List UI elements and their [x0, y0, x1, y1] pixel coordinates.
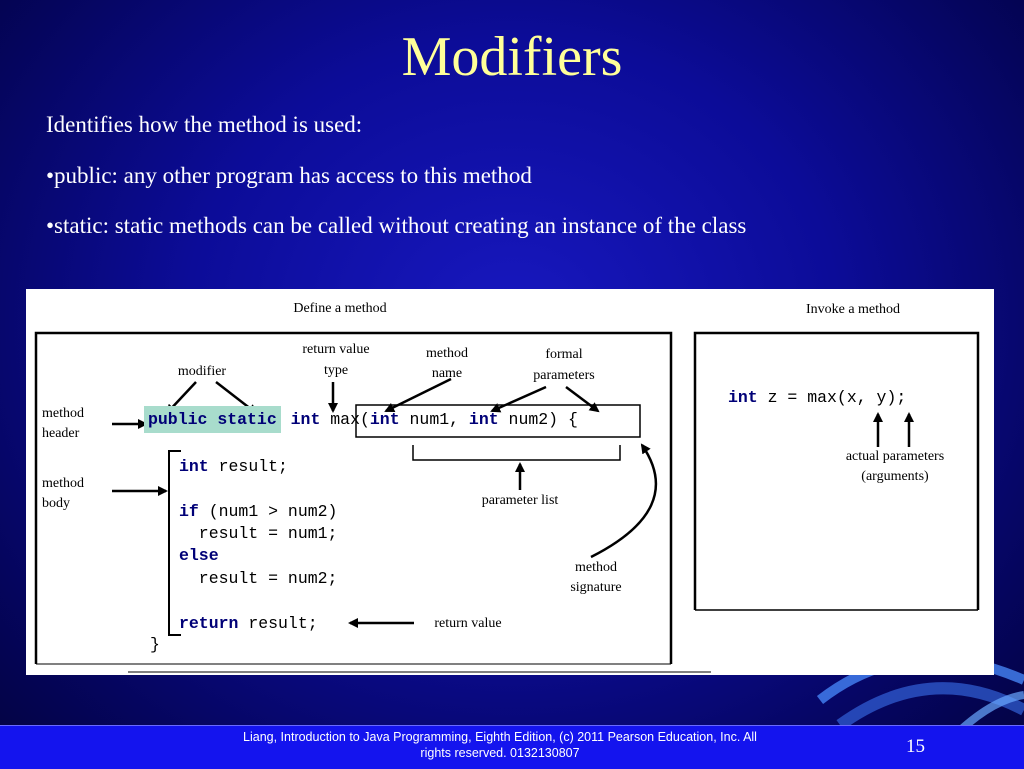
label-method-name-line1: method [426, 346, 468, 361]
label-return-value-type-line1: return value [302, 342, 370, 357]
code-invoke-rest: z = max(x, y); [757, 388, 907, 407]
footer-bar: Liang, Introduction to Java Programming,… [0, 725, 1024, 769]
define-method-title: Define a method [293, 301, 387, 316]
page-number: 15 [906, 736, 925, 757]
code-max-open: max( [330, 410, 370, 429]
keyword-int-param1: int [369, 410, 400, 429]
bullet-line-static: •static: static methods can be called wi… [46, 213, 747, 238]
method-diagram-panel: Define a method Invoke a method modifier… [26, 289, 994, 675]
code-result-decl: result; [208, 457, 288, 476]
footer-citation-line2: rights reserved. 0132130807 [420, 746, 580, 760]
label-actual-parameters-line1: actual parameters [845, 449, 945, 464]
code-line-if: if (num1 > num2) [179, 502, 337, 522]
keyword-else: else [179, 546, 219, 565]
code-param1: num1, [399, 410, 469, 429]
keyword-int-return: int [290, 410, 321, 429]
code-line-assign2: result = num2; [179, 569, 338, 588]
keyword-int-param2: int [468, 410, 499, 429]
code-open-brace: { [567, 410, 578, 429]
footer-citation: Liang, Introduction to Java Programming,… [180, 729, 820, 761]
label-method-body-line1: method [42, 476, 84, 491]
invoke-method-title: Invoke a method [805, 302, 901, 317]
label-method-body-line2: body [42, 496, 70, 511]
keyword-int-result: int [179, 457, 209, 476]
keyword-if: if [179, 502, 199, 521]
keyword-int-invoke: int [728, 388, 758, 407]
diagram-lines [34, 331, 980, 673]
keyword-static: static [217, 410, 277, 429]
label-method-header-line2: header [42, 426, 80, 441]
invoke-code-line: int z = max(x, y); [728, 388, 906, 408]
label-return-value: return value [434, 616, 502, 631]
label-method-header-line1: method [42, 406, 84, 421]
code-line-else: else [179, 546, 219, 566]
label-return-value-type-line2: type [323, 363, 349, 378]
keyword-return: return [179, 614, 239, 633]
code-line-result-decl: int result; [179, 457, 288, 477]
label-method-signature-line1: method [575, 560, 617, 575]
code-line-return: return result; [179, 614, 318, 634]
bullet-line-public: •public: any other program has access to… [46, 163, 532, 188]
method-header-code: public static int max(int num1, int num2… [144, 406, 578, 438]
slide-title: Modifiers [401, 26, 623, 88]
code-if-cond: (num1 > num2) [198, 502, 338, 521]
bullet-line-intro: Identifies how the method is used: [46, 112, 363, 137]
label-parameter-list: parameter list [481, 493, 559, 508]
label-method-name-line2: name [431, 366, 463, 381]
code-param2: num2) [498, 410, 559, 429]
label-modifier: modifier [177, 364, 227, 379]
footer-citation-line1: Liang, Introduction to Java Programming,… [243, 730, 757, 744]
label-formal-parameters-line2: parameters [533, 368, 595, 383]
label-formal-parameters-line1: formal [545, 347, 583, 362]
code-line-assign1: result = num1; [179, 524, 338, 543]
code-return-rest: result; [238, 614, 318, 633]
keyword-public: public [148, 410, 208, 429]
code-close-brace: } [150, 635, 160, 654]
modifiers-highlight: public static [144, 406, 281, 433]
label-actual-parameters-line2: (arguments) [861, 469, 929, 484]
label-method-signature-line2: signature [570, 580, 622, 595]
